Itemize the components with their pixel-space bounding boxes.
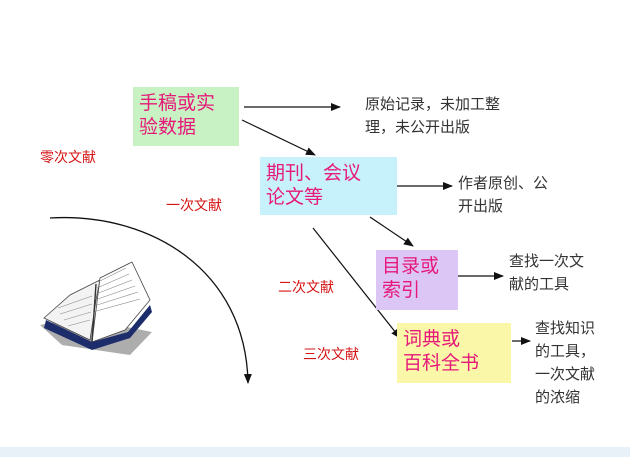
- arrow-journal-to-encyclopedia: [312, 227, 401, 339]
- catalog-line2: 索引: [382, 279, 421, 301]
- encyclopedia-line2: 百科全书: [403, 352, 480, 374]
- level-third-label: 三次文献: [303, 347, 359, 363]
- footer-band: [0, 447, 630, 457]
- manuscript-desc-line1: 原始记录，未加工整: [365, 95, 501, 113]
- encyclopedia-desc-line4: 的浓缩: [535, 388, 581, 406]
- catalog-desc-line2: 献的工具: [509, 275, 570, 293]
- encyclopedia-desc-line1: 查找知识: [535, 319, 596, 337]
- journal-line1: 期刊、会议: [266, 162, 362, 184]
- manuscript-line1: 手稿或实: [139, 92, 216, 114]
- manuscript-desc-line2: 理，未公开出版: [365, 118, 471, 136]
- journal-description: 作者原创、公 开出版: [458, 172, 548, 218]
- catalog-line1: 目录或: [382, 255, 440, 277]
- encyclopedia-description: 查找知识 的工具， 一次文献 的浓缩: [535, 317, 595, 409]
- level-first-label: 一次文献: [166, 198, 222, 214]
- catalog-desc-line1: 查找一次文: [509, 252, 585, 270]
- catalog-description: 查找一次文 献的工具: [509, 250, 584, 296]
- arrow-journal-to-catalog: [369, 216, 414, 247]
- catalog-box: 目录或 索引: [376, 250, 458, 310]
- manuscript-line2: 验数据: [139, 116, 197, 138]
- encyclopedia-desc-line3: 一次文献: [535, 365, 596, 383]
- arrow-manuscript-to-journal: [241, 119, 316, 156]
- journal-box: 期刊、会议 论文等: [260, 157, 397, 215]
- journal-desc-line1: 作者原创、公: [458, 174, 549, 192]
- encyclopedia-line1: 词典或: [403, 328, 461, 350]
- manuscript-box: 手稿或实 验数据: [133, 87, 239, 146]
- encyclopedia-box: 词典或 百科全书: [397, 323, 511, 383]
- level-second-label: 二次文献: [278, 280, 334, 296]
- journal-line2: 论文等: [266, 186, 324, 208]
- curved-arrow: [49, 216, 252, 384]
- encyclopedia-desc-line2: 的工具，: [535, 342, 596, 360]
- open-book-icon: [40, 261, 152, 355]
- level-zero-label: 零次文献: [40, 150, 96, 166]
- manuscript-description: 原始记录，未加工整 理，未公开出版: [365, 93, 500, 139]
- journal-desc-line2: 开出版: [458, 197, 504, 215]
